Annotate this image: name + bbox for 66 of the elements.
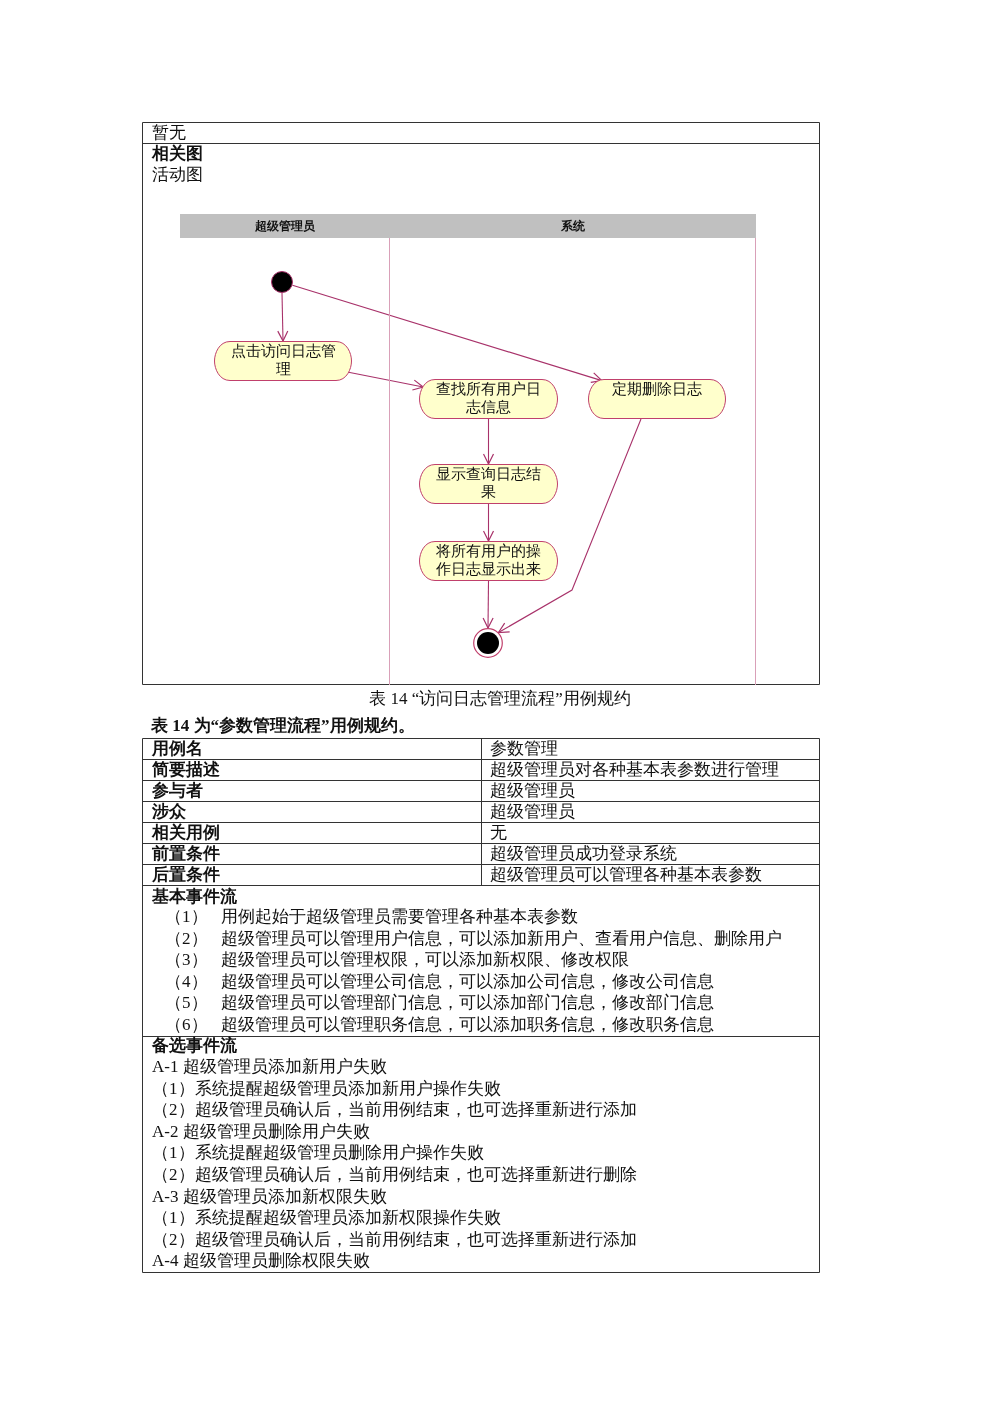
field-name: 参与者 — [152, 780, 203, 802]
action-node — [419, 541, 558, 581]
section-heading: 基本事件流 — [152, 885, 237, 908]
step-text: （1）系统提醒超级管理员添加新权限操作失败 — [152, 1207, 501, 1230]
step-number: （4） — [165, 970, 208, 993]
flow-arrow — [291, 284, 603, 384]
flow-arrow — [482, 580, 494, 629]
end-node-icon — [473, 628, 503, 658]
field-value: 超级管理员 — [490, 780, 575, 802]
paragraph-heading: 表 14 为“参数管理流程”用例规约。 — [151, 715, 415, 737]
step-number: （3） — [165, 949, 208, 972]
action-label: 定期删除日志 — [611, 380, 703, 398]
field-name: 简要描述 — [152, 759, 220, 781]
field-name: 后置条件 — [152, 864, 220, 886]
step-text: 超级管理员可以管理权限，可以添加新权限、修改权限 — [221, 949, 629, 972]
note-text: 暂无 — [152, 121, 186, 144]
step-text: 超级管理员可以管理部门信息，可以添加部门信息，修改部门信息 — [221, 992, 714, 1015]
step-text: （2）超级管理员确认后，当前用例结束，也可选择重新进行添加 — [152, 1099, 637, 1122]
field-name: 用例名 — [152, 738, 203, 760]
field-value: 超级管理员对各种基本表参数进行管理 — [490, 759, 779, 781]
step-number: （6） — [165, 1014, 208, 1036]
field-name: 涉众 — [152, 801, 186, 823]
step-text: 用例起始于超级管理员需要管理各种基本表参数 — [221, 906, 578, 928]
swimlane — [180, 214, 390, 685]
field-name: 相关用例 — [152, 822, 220, 844]
section-heading: 备选事件流 — [152, 1035, 237, 1057]
action-node — [419, 464, 558, 504]
flow-arrow — [497, 418, 642, 634]
swimlane — [390, 214, 756, 685]
action-node — [588, 379, 726, 419]
flow-arrow — [482, 503, 495, 542]
field-value: 超级管理员 — [490, 801, 575, 823]
step-text: （2）超级管理员确认后，当前用例结束，也可选择重新进行添加 — [152, 1228, 637, 1251]
table-caption: 表 14 “访问日志管理流程”用例规约 — [369, 688, 631, 710]
step-text: （1）系统提醒超级管理员删除用户操作失败 — [152, 1142, 484, 1165]
step-text: 超级管理员可以管理职务信息，可以添加职务信息，修改职务信息 — [221, 1014, 714, 1036]
action-label: 将所有用户的操作日志显示出来 — [435, 542, 542, 578]
action-node — [214, 341, 352, 381]
step-text: （2）超级管理员确认后，当前用例结束，也可选择重新进行删除 — [152, 1164, 637, 1186]
flow-arrow — [348, 371, 424, 391]
alt-flow-title: A-4 超级管理员删除权限失败 — [152, 1250, 370, 1273]
alt-flow-title: A-2 超级管理员删除用户失败 — [152, 1120, 370, 1143]
lane-header: 系统 — [390, 214, 756, 238]
flow-arrow — [277, 292, 289, 342]
alt-flow-title: A-3 超级管理员添加新权限失败 — [152, 1185, 387, 1208]
field-value: 无 — [490, 822, 507, 844]
step-text: 超级管理员可以管理公司信息，可以添加公司信息，修改公司信息 — [221, 970, 714, 993]
start-node-icon — [271, 271, 293, 293]
action-label: 点击访问日志管理 — [229, 342, 337, 378]
diagram-type-text: 活动图 — [152, 163, 203, 186]
step-text: （1）系统提醒超级管理员添加新用户操作失败 — [152, 1077, 501, 1100]
step-number: （2） — [165, 927, 208, 950]
section-heading: 相关图 — [152, 143, 203, 165]
field-value: 参数管理 — [490, 738, 558, 760]
step-number: （5） — [165, 992, 208, 1015]
action-label: 显示查询日志结果 — [435, 465, 542, 501]
field-value: 超级管理员可以管理各种基本表参数 — [490, 864, 762, 886]
step-text: 超级管理员可以管理用户信息，可以添加新用户、查看用户信息、删除用户 — [221, 927, 782, 950]
field-value: 超级管理员成功登录系统 — [490, 843, 677, 865]
action-label: 查找所有用户日志信息 — [435, 380, 542, 416]
field-name: 前置条件 — [152, 843, 220, 865]
action-node — [419, 379, 558, 419]
step-number: （1） — [165, 906, 208, 928]
flow-arrow — [482, 418, 495, 465]
lane-header: 超级管理员 — [180, 214, 390, 238]
alt-flow-title: A-1 超级管理员添加新用户失败 — [152, 1056, 387, 1078]
